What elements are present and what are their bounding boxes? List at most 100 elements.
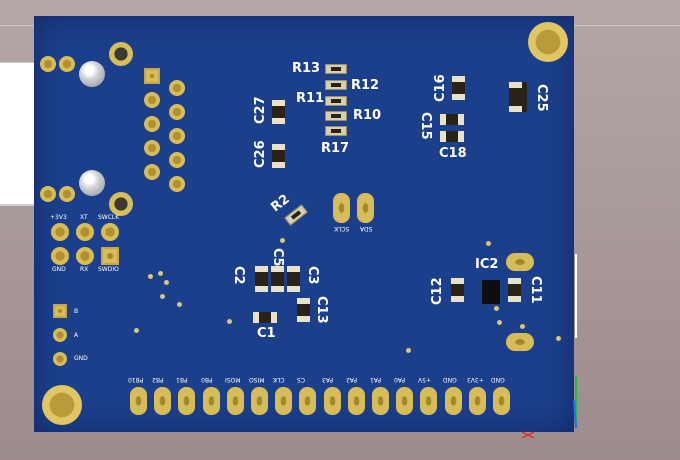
resistor-r12 — [325, 80, 347, 90]
pin-pad — [396, 387, 413, 415]
pin-label: PB2 — [152, 376, 164, 383]
label-gnd: GND — [52, 266, 66, 273]
pin-pad — [251, 387, 268, 415]
mounting-pad — [109, 42, 133, 66]
pin-pad — [324, 387, 341, 415]
label-side-gnd: GND — [74, 355, 88, 362]
pad — [51, 247, 69, 265]
label-sda: SDA — [360, 225, 373, 232]
label-c27: C27 — [253, 96, 268, 124]
label-swdio: SWDIO — [98, 266, 119, 273]
label-c2: C2 — [231, 266, 246, 285]
capacitor-c11 — [508, 278, 521, 302]
label-c13: C13 — [314, 296, 329, 324]
via — [164, 280, 169, 285]
pad — [53, 352, 67, 366]
capacitor-c16 — [452, 76, 465, 100]
label-ic2: IC2 — [475, 257, 499, 272]
label-r12: R12 — [351, 78, 380, 93]
capacitor-c27 — [272, 100, 285, 124]
capacitor-c5b — [287, 266, 300, 292]
pin-pad — [275, 387, 292, 415]
resistor-r17 — [325, 126, 347, 136]
resistor-r2 — [284, 204, 308, 226]
mounting-hole — [528, 22, 568, 62]
via — [160, 294, 165, 299]
pin-label: PA0 — [394, 376, 406, 383]
frame-edge — [575, 254, 577, 338]
mounting-pad — [109, 192, 133, 216]
pad — [51, 223, 69, 241]
label-3v3: +3V3 — [50, 214, 67, 221]
pin-label: PB10 — [128, 376, 144, 383]
square-pad — [53, 304, 67, 318]
via — [556, 336, 561, 341]
pad — [144, 140, 160, 156]
pin-label: PB1 — [176, 376, 188, 383]
via — [280, 238, 285, 243]
pad — [53, 328, 67, 342]
pad — [506, 333, 534, 351]
pad — [59, 56, 75, 72]
label-c12: C12 — [430, 277, 445, 305]
label-c26: C26 — [253, 140, 268, 168]
capacitor-c13 — [297, 298, 310, 322]
pin-pad — [178, 387, 195, 415]
pad — [506, 253, 534, 271]
label-c1: C1 — [257, 326, 276, 341]
resistor-r10 — [325, 111, 347, 121]
via — [158, 271, 163, 276]
mounting-hole — [42, 385, 82, 425]
capacitor-c1 — [253, 312, 277, 323]
pad — [169, 128, 185, 144]
pin-pad — [420, 387, 437, 415]
pin-label: PA3 — [322, 376, 334, 383]
square-pad — [144, 68, 160, 84]
pad — [169, 80, 185, 96]
pin-pad — [445, 387, 462, 415]
label-c25: C25 — [534, 84, 549, 112]
capacitor-c25 — [509, 82, 527, 112]
square-pad — [101, 247, 119, 265]
capacitor-c18 — [440, 131, 464, 142]
pin-label: +3V3 — [467, 376, 484, 383]
pin-label: CS — [297, 376, 305, 383]
label-a: A — [74, 332, 79, 339]
pin-label: PA1 — [370, 376, 382, 383]
label-r10: R10 — [353, 108, 382, 123]
pin-pad — [203, 387, 220, 415]
screw — [79, 170, 105, 196]
pin-pad — [493, 387, 510, 415]
via — [486, 241, 491, 246]
via — [406, 348, 411, 353]
label-c11: C11 — [528, 276, 543, 304]
pin-label: MISO — [249, 376, 265, 383]
axis-triad — [521, 376, 577, 439]
label-r2: R2 — [268, 191, 293, 216]
pcb-board: +3V3 XT SWCLK GND RX SWDIO B A GND R13 R… — [34, 16, 574, 432]
capacitor-c5a — [271, 266, 284, 292]
via — [497, 320, 502, 325]
pad — [144, 92, 160, 108]
label-sclk: SCLK — [334, 225, 350, 232]
via — [134, 328, 139, 333]
label-xt: XT — [80, 214, 88, 221]
pin-pad — [227, 387, 244, 415]
sclk-pad — [333, 193, 350, 223]
label-rx: RX — [80, 266, 89, 273]
pad — [40, 186, 56, 202]
label-c18: C18 — [439, 146, 467, 161]
connector-housing — [0, 62, 36, 206]
sda-pad — [357, 193, 374, 223]
label-r17: R17 — [321, 141, 350, 156]
pad — [144, 164, 160, 180]
pin-label: +5V — [418, 376, 431, 383]
z-axis-icon — [573, 399, 577, 429]
resistor-r11 — [325, 96, 347, 106]
pin-pad — [348, 387, 365, 415]
screw — [79, 61, 105, 87]
capacitor-c26 — [272, 144, 285, 168]
pin-pad — [130, 387, 147, 415]
pad — [59, 186, 75, 202]
